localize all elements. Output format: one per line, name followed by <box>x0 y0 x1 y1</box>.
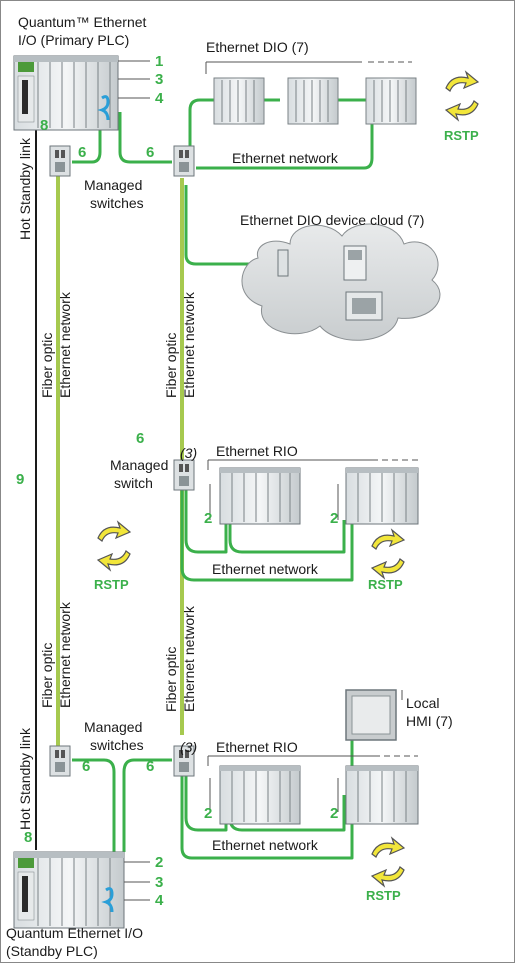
fiber-optic-label-center-top: Fiber optic <box>163 333 179 398</box>
local-hmi-label-2: HMI (7) <box>406 713 453 729</box>
callout-2-standby: 2 <box>155 854 163 871</box>
ethernet-dio-label: Ethernet DIO (7) <box>206 39 309 55</box>
ethernet-network-label-bot: Ethernet network <box>212 837 319 853</box>
primary-plc-label-line1: Quantum™ Ethernet <box>18 14 147 30</box>
managed-switch-label-1: Managed <box>110 457 168 473</box>
ethernet-network-label-left-top: Ethernet network <box>57 291 73 398</box>
rstp-icon-top <box>444 70 480 122</box>
callout-6-bot-left: 6 <box>82 758 90 775</box>
managed-switch-top-left <box>49 145 71 177</box>
dio-device-cloud <box>241 223 441 341</box>
callout-6-top-center: 6 <box>146 144 154 161</box>
rstp-label-mid-left: RSTP <box>94 577 129 592</box>
ethernet-network-label-center-bot: Ethernet network <box>181 605 197 712</box>
rstp-icon-middle-left <box>96 520 132 572</box>
managed-switch-bottom-center <box>173 745 195 777</box>
callout-1: 1 <box>155 53 163 70</box>
rio-drop-mid-1 <box>219 467 301 525</box>
rio-drop-bot-1 <box>219 765 301 825</box>
primary-plc-rack <box>13 55 119 131</box>
hot-standby-link-label-top: Hot Standby link <box>17 137 33 240</box>
standby-plc-label-line1: Quantum Ethernet I/O <box>6 925 143 941</box>
ref-3-bot: (3) <box>180 739 197 755</box>
callout-2-mid-right: 2 <box>330 510 338 527</box>
ethernet-network-label-mid: Ethernet network <box>212 561 319 577</box>
callout-2-bot-left: 2 <box>204 805 212 822</box>
primary-plc-label-line2: I/O (Primary PLC) <box>18 32 129 48</box>
cloud-devices <box>277 245 383 321</box>
rstp-icon-middle-right <box>370 528 406 580</box>
standby-plc-label-line2: (Standby PLC) <box>6 943 98 959</box>
rio-drop-bot-2 <box>345 765 419 825</box>
callout-6-bot-center: 6 <box>146 758 154 775</box>
callout-4-top: 4 <box>155 90 164 107</box>
ethernet-network-label-left-bot: Ethernet network <box>57 601 73 708</box>
local-hmi-label-1: Local <box>406 695 439 711</box>
callout-2-bot-right: 2 <box>330 805 338 822</box>
hot-standby-link-label-bot: Hot Standby link <box>17 727 33 830</box>
fiber-optic-label-center-bot: Fiber optic <box>163 647 179 712</box>
rio-drop-mid-2 <box>345 467 419 525</box>
callout-3-top: 3 <box>155 71 163 88</box>
managed-switches-label-bot-2: switches <box>90 737 144 753</box>
callout-8-top: 8 <box>40 117 48 134</box>
managed-switch-bottom-left <box>49 745 71 777</box>
callout-6-top-left: 6 <box>78 144 86 161</box>
managed-switches-label-top-1: Managed <box>84 177 142 193</box>
callout-6-mid: 6 <box>136 430 144 447</box>
fiber-optic-label-left-top: Fiber optic <box>39 333 55 398</box>
callout-3-standby: 3 <box>155 874 163 891</box>
callout-9: 9 <box>16 471 24 488</box>
managed-switch-middle <box>173 459 195 491</box>
rstp-label-bot-right: RSTP <box>366 888 401 903</box>
dio-drop-2 <box>287 77 339 125</box>
fiber-optic-label-left-bot: Fiber optic <box>39 643 55 708</box>
managed-switch-top-center <box>173 145 195 177</box>
rstp-label-top: RSTP <box>444 128 479 143</box>
callout-4-standby: 4 <box>155 892 164 909</box>
local-hmi <box>345 689 397 741</box>
dio-drop-3 <box>365 77 417 125</box>
ethernet-network-label-center-top: Ethernet network <box>181 291 197 398</box>
callout-2-mid-left: 2 <box>204 510 212 527</box>
rstp-icon-bottom-right <box>370 836 406 888</box>
ethernet-network-label-top: Ethernet network <box>232 150 339 166</box>
rstp-label-mid-right: RSTP <box>368 577 403 592</box>
callout-8-bot: 8 <box>24 829 32 846</box>
standby-callout-lines <box>124 861 150 901</box>
dio-drop-1 <box>213 77 265 125</box>
primary-callout-lines <box>118 60 150 99</box>
ethernet-rio-label-mid: Ethernet RIO <box>216 443 298 459</box>
ethernet-rio-label-bot: Ethernet RIO <box>216 739 298 755</box>
managed-switch-label-2: switch <box>114 475 153 491</box>
standby-plc-rack <box>13 851 125 929</box>
dio-cloud-label: Ethernet DIO device cloud (7) <box>240 212 424 228</box>
managed-switches-label-top-2: switches <box>90 195 144 211</box>
managed-switches-label-bot-1: Managed <box>84 719 142 735</box>
ref-3-mid: (3) <box>180 445 197 461</box>
